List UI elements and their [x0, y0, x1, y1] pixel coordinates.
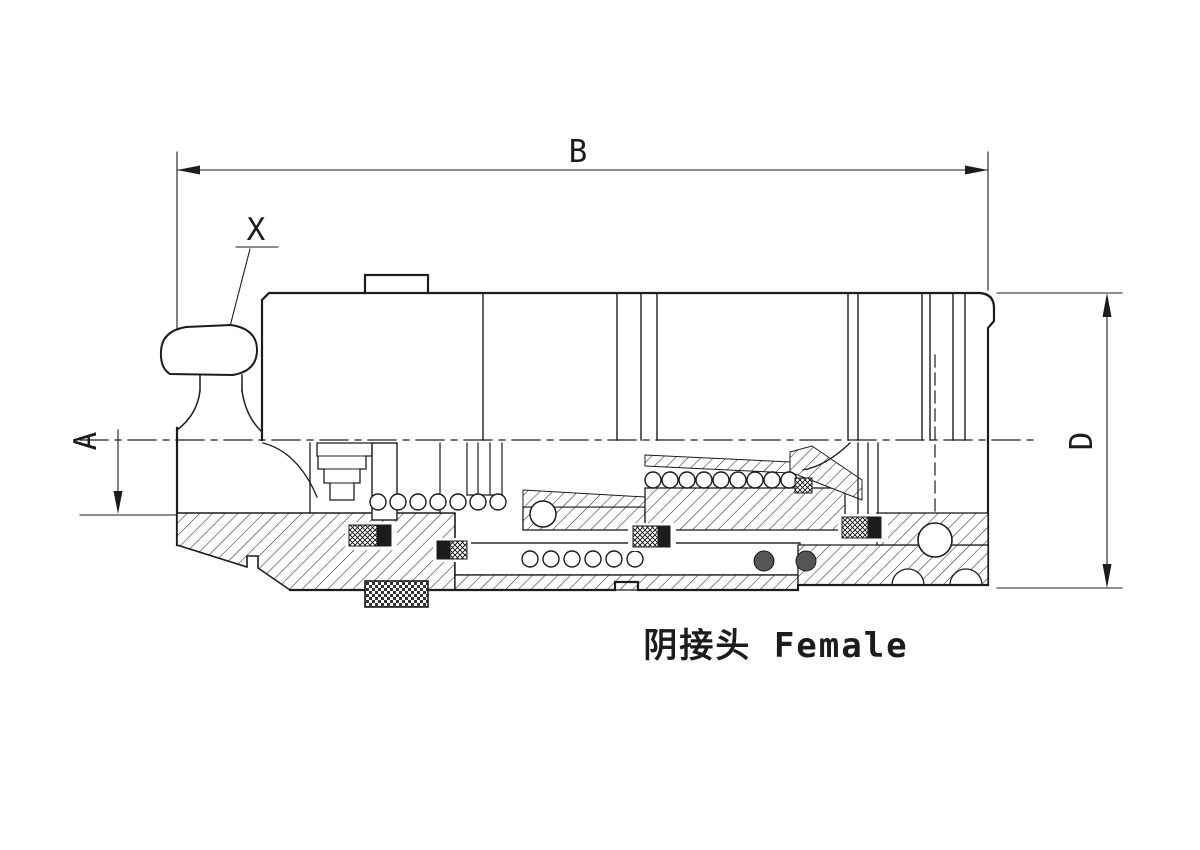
right-sleeve-lines	[857, 442, 879, 516]
body-division-lines	[482, 292, 966, 441]
dim-b-label: B	[569, 134, 588, 170]
detent-ball-a	[753, 550, 775, 572]
ball-race-right	[949, 568, 983, 586]
o-ring-5	[794, 477, 813, 494]
dimension-b: B	[176, 134, 989, 331]
ball-valve-mid	[529, 500, 557, 528]
o-ring-2	[632, 525, 659, 548]
dim-d-arrow-bottom	[1102, 564, 1112, 588]
dim-d-arrow-top	[1102, 293, 1112, 317]
spring-row-bottom	[521, 550, 644, 568]
backup-ring-4	[436, 540, 451, 560]
drawing-caption: 阴接头 Female	[643, 626, 908, 666]
o-ring-1	[348, 524, 378, 547]
spring-row-right	[644, 471, 798, 489]
spring-row-left	[369, 493, 507, 511]
spring-coils	[369, 471, 798, 568]
dim-b-arrow-left	[177, 165, 200, 175]
backup-ring-3	[867, 516, 882, 539]
right-end-cap	[978, 291, 996, 587]
dimension-d: D	[996, 292, 1123, 589]
check-balls	[529, 500, 953, 572]
locking-ball-right	[917, 522, 953, 558]
coupling-body-top	[260, 273, 996, 587]
left-nut-section	[176, 512, 456, 591]
ball-detent-lever	[159, 323, 264, 547]
dim-a-arrow	[113, 491, 123, 514]
knurled-nut	[364, 580, 429, 608]
detail-x-label: X	[247, 212, 266, 248]
seals	[345, 477, 888, 562]
ball-race-left	[891, 568, 925, 586]
dim-a-label: A	[68, 431, 104, 450]
detail-x-leader	[226, 248, 251, 339]
bottom-outline	[288, 580, 990, 592]
raised-collar	[363, 273, 430, 295]
valve-poppet	[316, 442, 373, 501]
detent-ball-b	[795, 550, 817, 572]
detail-x-callout: X	[226, 212, 279, 344]
dim-b-arrow-right	[965, 165, 988, 175]
dim-d-label: D	[1064, 432, 1100, 451]
backup-ring-2	[657, 525, 671, 548]
section-lower-half	[176, 442, 990, 608]
o-ring-3	[841, 516, 869, 539]
dimension-a: A	[68, 429, 311, 516]
backup-ring-1	[376, 524, 392, 547]
seat-band-right	[644, 487, 846, 531]
detent-ball-body	[159, 323, 259, 377]
seat-diagonal	[789, 445, 863, 501]
o-ring-4	[449, 540, 468, 560]
